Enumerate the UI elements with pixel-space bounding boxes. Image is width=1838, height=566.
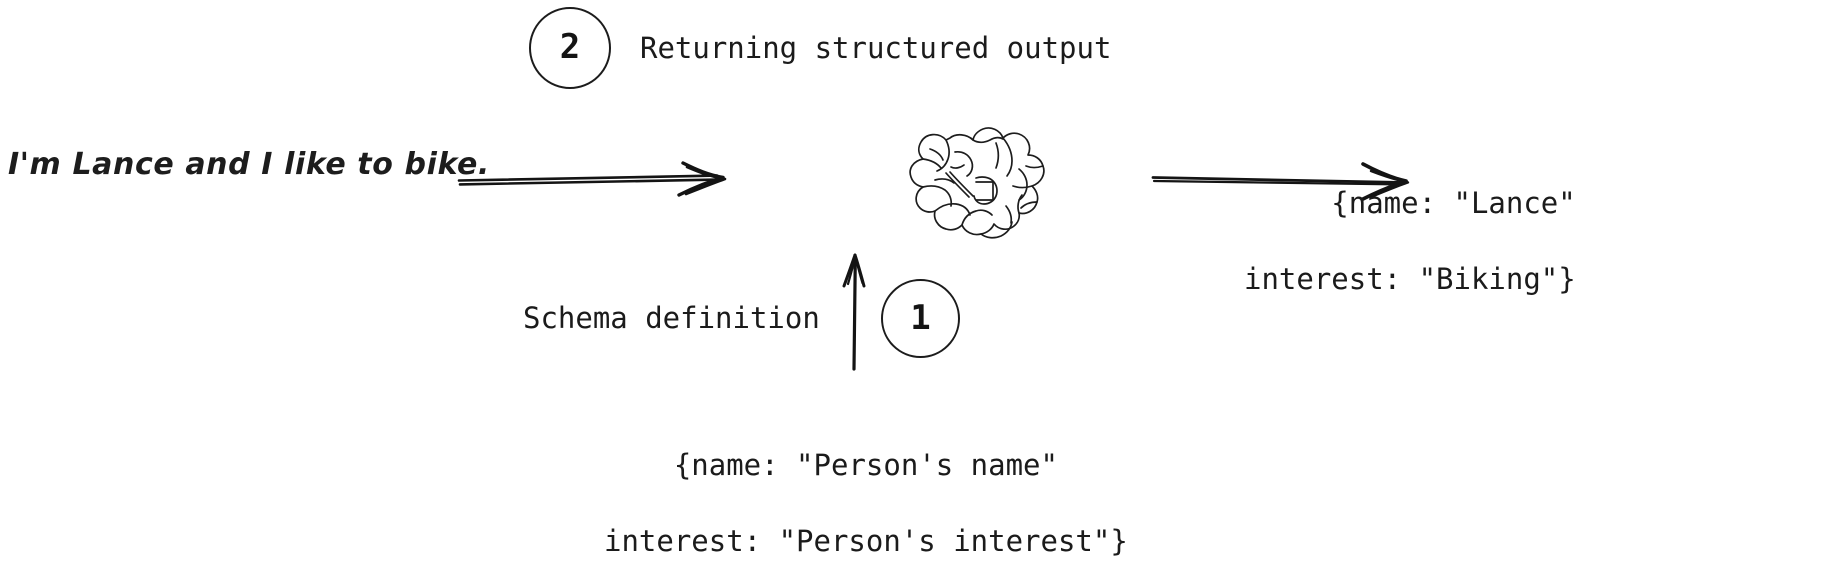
step-badge-2-number: 2 (559, 27, 581, 67)
step-badge-1-number: 1 (910, 297, 931, 338)
step-badge-2: 2 (529, 7, 611, 89)
output-line-2: interest: "Biking"} (1244, 262, 1576, 296)
schema-line-1: {name: "Person's name" (673, 448, 1058, 482)
structured-output-json: {name: "Lance" interest: "Biking"} (1244, 146, 1576, 374)
schema-to-brain-arrow (842, 253, 866, 371)
step-badge-1: 1 (881, 279, 960, 358)
output-line-1: {name: "Lance" (1331, 186, 1576, 220)
schema-definition-json: {name: "Person's name" interest: "Person… (604, 408, 1128, 566)
brain-icon (909, 127, 1045, 239)
schema-definition-label: Schema definition (523, 301, 820, 335)
step-2-label: Returning structured output (640, 31, 1112, 65)
schema-line-2: interest: "Person's interest"} (604, 524, 1128, 558)
input-to-brain-arrow (457, 161, 727, 197)
input-sentence-text: I'm Lance and I like to bike. (8, 147, 490, 182)
